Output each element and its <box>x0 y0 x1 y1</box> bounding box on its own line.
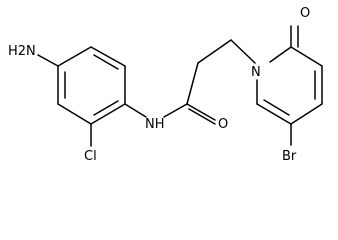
bond <box>93 54 119 70</box>
ring-nitrogen-label: N <box>251 65 261 80</box>
amine-label: H2N <box>8 44 36 59</box>
bond <box>37 54 59 67</box>
pyridinone-ring <box>256 46 323 125</box>
bond <box>57 103 92 125</box>
bond <box>163 103 188 118</box>
bond <box>197 39 232 64</box>
chemical-structure: H2N Cl NH O N O Br <box>8 6 323 164</box>
bond <box>186 103 216 121</box>
bond <box>230 39 256 64</box>
bromo-label: Br <box>282 149 297 164</box>
benzene-ring <box>57 46 126 125</box>
bond <box>124 103 147 118</box>
bond <box>256 103 292 125</box>
bond <box>188 108 216 125</box>
carbonyl-oxygen-label: O <box>218 117 228 132</box>
amide-nh-label: NH <box>145 117 165 132</box>
bond <box>263 99 290 116</box>
chloro-label: Cl <box>84 149 97 164</box>
bond <box>93 100 119 116</box>
ring-oxygen-label: O <box>300 6 310 21</box>
bond <box>269 46 292 63</box>
bond <box>290 103 323 125</box>
bond <box>290 46 323 67</box>
bond <box>90 46 126 67</box>
bond <box>57 46 92 67</box>
bond <box>90 103 126 125</box>
bond <box>186 62 199 105</box>
